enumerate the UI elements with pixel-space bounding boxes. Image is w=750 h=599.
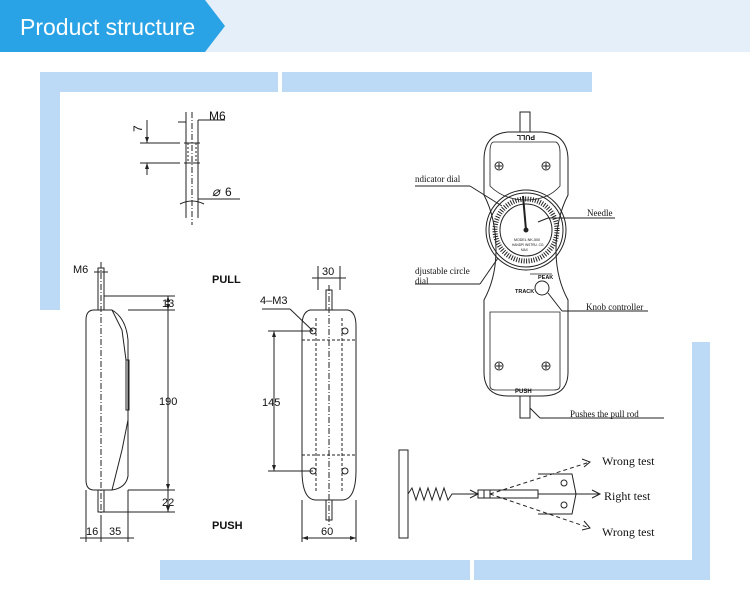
front-view bbox=[262, 266, 357, 542]
gauge-track-label: TRACK bbox=[515, 289, 534, 295]
wrong-test-top-label: Wrong test bbox=[602, 454, 655, 468]
dimension-arrows bbox=[145, 137, 356, 540]
side-length-dim: 190 bbox=[159, 396, 177, 408]
push-label: PUSH bbox=[212, 520, 243, 532]
detail-diameter-symbol: ⌀ bbox=[212, 184, 221, 199]
detail-thread-label: M6 bbox=[209, 109, 226, 123]
gauge-pull-label: PULL bbox=[516, 133, 535, 140]
wrong-test-bottom-label: Wrong test bbox=[602, 525, 655, 539]
gauge-dial-text-3: MAX bbox=[521, 248, 529, 252]
callout-knob: Knob controller bbox=[586, 302, 643, 312]
callout-pull-rod: Pushes the pull rod bbox=[570, 409, 639, 419]
callout-needle: Needle bbox=[587, 208, 612, 218]
gauge-illustration bbox=[415, 111, 664, 419]
header-tab bbox=[0, 0, 225, 52]
right-test-label: Right test bbox=[604, 489, 651, 503]
gauge-dial-text-2: HANDPI INSTRU. CO. bbox=[512, 243, 544, 247]
page-title: Product structure bbox=[20, 14, 196, 40]
side-top-dim: 13 bbox=[162, 298, 174, 310]
callout-adjustable-2: dial bbox=[415, 276, 429, 286]
side-thread-label: M6 bbox=[73, 264, 88, 276]
callout-indicator-dial: ndicator dial bbox=[415, 174, 461, 184]
detail-diameter-label: 6 bbox=[225, 185, 232, 199]
callout-adjustable-1: djustable circle bbox=[415, 266, 470, 276]
pull-label: PULL bbox=[212, 274, 241, 286]
front-spacing-dim: 145 bbox=[262, 397, 280, 409]
frame-decoration bbox=[40, 72, 710, 580]
side-depth-dim: 35 bbox=[109, 526, 121, 538]
side-offset-dim: 16 bbox=[86, 526, 98, 538]
test-illustration bbox=[398, 449, 602, 539]
front-width-dim: 60 bbox=[321, 526, 333, 538]
side-bottom-dim: 22 bbox=[162, 497, 174, 509]
rod-detail bbox=[140, 112, 240, 225]
front-top-dim: 30 bbox=[322, 266, 334, 278]
side-view bbox=[80, 262, 175, 542]
gauge-dial-text-1: MODEL:NK-500 bbox=[514, 238, 540, 242]
detail-height-label: 7 bbox=[131, 125, 145, 132]
front-holes-label: 4–M3 bbox=[260, 295, 288, 307]
gauge-push-label: PUSH bbox=[515, 389, 532, 395]
gauge-peak-label: PEAK bbox=[538, 275, 553, 281]
